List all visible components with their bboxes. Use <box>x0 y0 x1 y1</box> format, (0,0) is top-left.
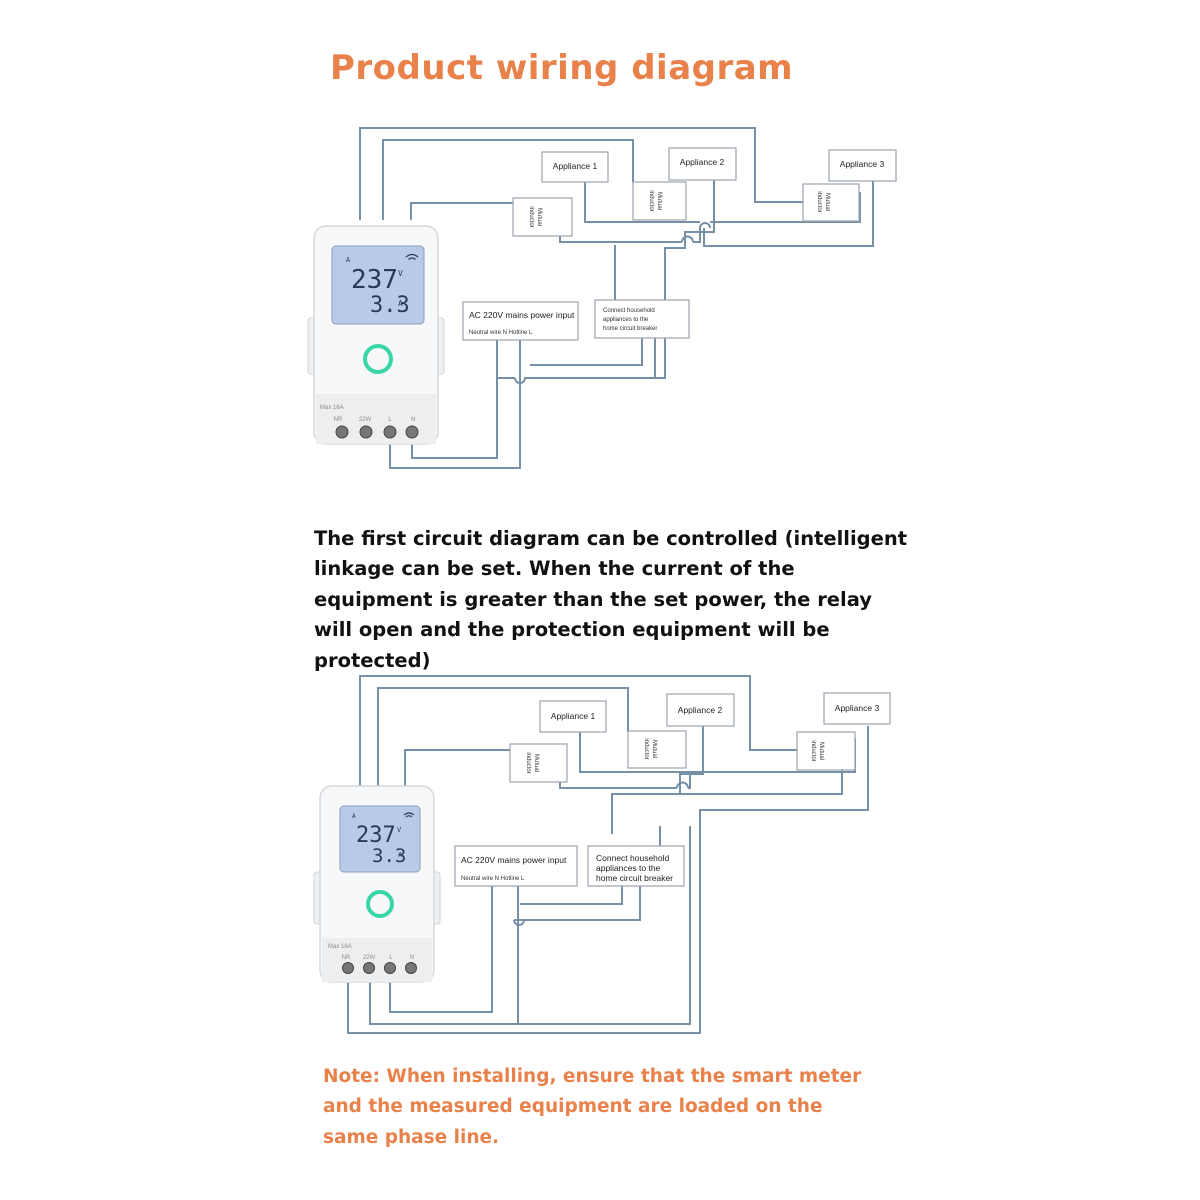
inductor-label-line1: Mutual <box>536 208 542 226</box>
inductor-label-line1: Mutual <box>651 740 657 758</box>
voltage-unit: V <box>397 826 402 834</box>
smart-meter-device: 237 V 3.3 A A Max 16A NR 22W L N <box>307 225 445 445</box>
appliance-3-label: Appliance 3 <box>835 703 880 713</box>
voltage-value: 237 <box>351 265 398 295</box>
terminal-label: NR <box>342 955 351 961</box>
inductor-label-line2: inductor <box>816 191 822 212</box>
inductor-label-line1: Mutual <box>533 754 539 772</box>
appliance-1-box <box>541 151 609 183</box>
appliance-2-box <box>666 693 735 727</box>
household-line3: home circuit breaker <box>603 326 657 332</box>
inductor-label-line2: inductor <box>643 738 649 759</box>
mains-input-label: AC 220V mains power input <box>461 855 567 865</box>
household-line1: Connect household <box>596 853 670 863</box>
appliance-2-box <box>668 147 737 181</box>
household-box <box>594 299 690 339</box>
appliance-3-box <box>823 692 891 725</box>
current-value: 3.3 <box>370 293 410 318</box>
terminal-label: N <box>410 955 414 961</box>
wiring-diagram-1: Appliance 1 Appliance 2 Appliance 3 Mutu… <box>307 127 897 469</box>
mains-input-sublabel: Neutral wire N Hotline L <box>469 330 533 336</box>
mode-indicator: A <box>352 813 356 820</box>
appliance-3-label: Appliance 3 <box>840 159 885 169</box>
terminal-label: 22W <box>359 417 372 423</box>
inductor-label-line1: Mutual <box>656 192 662 210</box>
lcd-screen <box>331 245 425 325</box>
terminals: NR 22W L N <box>342 955 417 974</box>
inductor-label-line1: Mutual <box>824 193 830 211</box>
mains-input-box <box>462 301 579 341</box>
mutual-inductor-1: Mutual inductor <box>512 197 573 237</box>
max-rating: Max 16A <box>328 944 352 950</box>
mains-input-box <box>454 845 578 887</box>
status-ring-icon <box>363 344 393 374</box>
inductor-label-line2: inductor <box>525 752 531 773</box>
appliance-1-label: Appliance 1 <box>551 711 596 721</box>
max-rating: Max 16A <box>320 405 344 411</box>
current-unit: A <box>398 299 403 308</box>
household-box <box>587 845 685 887</box>
appliance-1-label: Appliance 1 <box>553 161 598 171</box>
lcd-screen <box>339 805 421 873</box>
mutual-inductor-1: Mutual inductor <box>509 743 568 783</box>
household-line1: Connect household <box>603 308 655 314</box>
inductor-label-line2: inductor <box>648 190 654 211</box>
page-title: Product wiring diagram <box>330 48 794 88</box>
current-unit: A <box>398 851 403 859</box>
mutual-inductor-2: Mutual inductor <box>627 730 687 769</box>
inductor-label-line1: Mutual <box>818 742 824 760</box>
mains-input-sublabel: Neutral wire N Hotline L <box>461 876 525 882</box>
appliance-1-box <box>539 700 607 733</box>
installation-note: Note: When installing, ensure that the s… <box>323 1066 862 1148</box>
terminal-label: N <box>411 417 415 423</box>
appliance-2-label: Appliance 2 <box>680 157 725 167</box>
wires <box>359 127 874 469</box>
mode-indicator: A <box>346 256 351 264</box>
mutual-inductor-3: Mutual inductor <box>796 731 856 771</box>
inductor-label-line2: inductor <box>528 206 534 227</box>
mutual-inductor-2: Mutual inductor <box>632 181 687 221</box>
household-line2: appliances to the <box>603 317 649 323</box>
wiring-diagram-2: Appliance 1 Appliance 2 Appliance 3 Mutu… <box>313 675 891 1034</box>
appliance-2-label: Appliance 2 <box>678 705 723 715</box>
inductor-label-line2: inductor <box>810 740 816 761</box>
terminal-label: 22W <box>363 955 376 961</box>
description-text: The first circuit diagram can be control… <box>314 527 908 672</box>
terminal-label: L <box>388 417 392 423</box>
current-value: 3.3 <box>372 845 406 867</box>
terminal-label: L <box>389 955 393 961</box>
wifi-icon <box>405 253 419 260</box>
terminals: NR 22W L N <box>334 417 419 439</box>
mains-input-label: AC 220V mains power input <box>469 310 575 320</box>
mutual-inductor-3: Mutual inductor <box>802 183 860 222</box>
status-ring-icon <box>366 890 394 918</box>
voltage-unit: V <box>398 269 403 278</box>
wifi-icon <box>403 812 415 818</box>
smart-meter-device: 237 V 3.3 A A Max 16A NR 22W L N <box>313 785 441 983</box>
terminal-label: NR <box>334 417 343 423</box>
household-line3: home circuit breaker <box>596 873 673 883</box>
appliance-3-box <box>828 149 897 182</box>
voltage-value: 237 <box>356 823 396 848</box>
household-line2: appliances to the <box>596 863 661 873</box>
